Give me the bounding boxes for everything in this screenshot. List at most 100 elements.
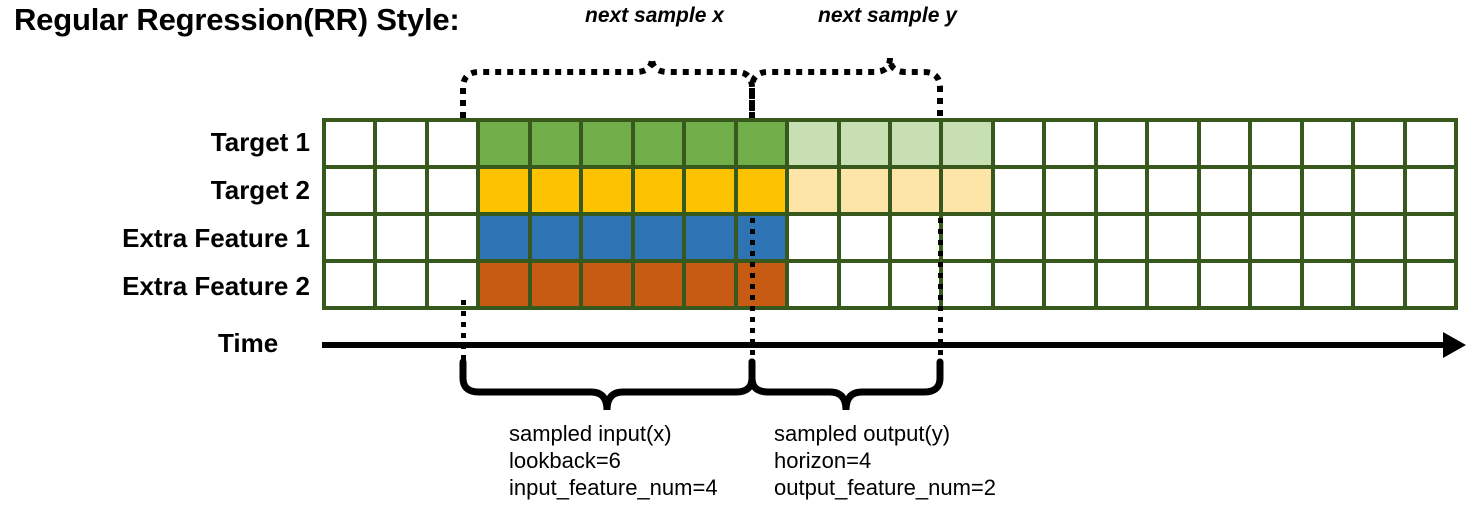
guide-line-input-end	[750, 218, 755, 366]
grid-cell	[737, 122, 786, 165]
grid-cell	[789, 169, 837, 212]
grid-cell	[737, 216, 786, 259]
grid-cell	[1303, 216, 1352, 259]
grid-cell	[531, 216, 580, 259]
sampled-input-brace	[459, 358, 756, 411]
grid-cell	[1046, 263, 1094, 306]
sampled-output-line-3: output_feature_num=2	[774, 475, 997, 500]
grid-row-extra-feature-1	[326, 216, 1454, 259]
grid-cell	[326, 169, 374, 212]
grid-cell	[840, 216, 888, 259]
next-sample-y-brace	[749, 57, 943, 118]
grid-cell	[326, 263, 374, 306]
grid-cell	[1252, 216, 1300, 259]
grid-cell	[583, 216, 631, 259]
grid-cell	[1046, 122, 1094, 165]
grid-cell	[1149, 169, 1197, 212]
grid-cell	[891, 169, 940, 212]
grid-cell	[1303, 169, 1352, 212]
grid-cell	[1406, 263, 1454, 306]
grid-cell	[1200, 263, 1249, 306]
grid-cell	[686, 122, 734, 165]
grid-cell	[1355, 169, 1403, 212]
grid-cell	[1097, 216, 1146, 259]
grid-cell	[480, 263, 528, 306]
row-label-column: Target 1 Target 2 Extra Feature 1 Extra …	[0, 118, 310, 310]
grid-cell	[377, 263, 425, 306]
grid-cell	[531, 263, 580, 306]
row-label-extra-feature-2: Extra Feature 2	[122, 271, 310, 301]
grid-cell	[531, 169, 580, 212]
grid-cell	[1252, 263, 1300, 306]
grid-cell	[583, 169, 631, 212]
time-axis-line	[322, 342, 1450, 348]
grid-cell	[1200, 169, 1249, 212]
grid-cell	[1355, 122, 1403, 165]
timeline-grid	[322, 118, 1458, 310]
grid-cell	[840, 263, 888, 306]
grid-cell	[634, 169, 683, 212]
grid-cell	[737, 263, 786, 306]
grid-cell	[994, 122, 1043, 165]
grid-cell	[1097, 263, 1146, 306]
grid-cell	[1303, 122, 1352, 165]
grid-cell	[1149, 263, 1197, 306]
grid-cell	[891, 263, 940, 306]
grid-cell	[994, 263, 1043, 306]
grid-cell	[583, 122, 631, 165]
guide-line-output-end	[938, 218, 943, 366]
grid-cell	[1355, 216, 1403, 259]
grid-cell	[943, 263, 991, 306]
grid-cell	[377, 122, 425, 165]
time-axis-arrowhead	[1443, 332, 1466, 358]
grid-cell	[428, 169, 477, 212]
sampled-output-brace	[748, 358, 944, 411]
grid-cell	[583, 263, 631, 306]
grid-cell	[377, 169, 425, 212]
grid-cell	[840, 169, 888, 212]
grid-cell	[428, 122, 477, 165]
next-sample-x-label: next sample x	[585, 4, 724, 27]
grid-cell	[480, 169, 528, 212]
grid-cell	[531, 122, 580, 165]
sampled-input-caption: sampled input(x) lookback=6 input_featur…	[509, 420, 718, 501]
time-axis-label: Time	[218, 328, 279, 358]
grid-cell	[994, 216, 1043, 259]
grid-cell	[1200, 216, 1249, 259]
grid-cell	[634, 216, 683, 259]
grid-cell	[1149, 122, 1197, 165]
grid-row-target-1	[326, 122, 1454, 165]
grid-cell	[789, 122, 837, 165]
grid-cell	[480, 216, 528, 259]
grid-cell	[943, 216, 991, 259]
sampled-input-line-3: input_feature_num=4	[509, 475, 718, 500]
grid-cell	[994, 169, 1043, 212]
grid-cell	[1149, 216, 1197, 259]
grid-cell	[943, 122, 991, 165]
grid-cell	[1252, 122, 1300, 165]
grid-cell	[891, 122, 940, 165]
next-sample-y-label: next sample y	[818, 4, 957, 27]
grid-cell	[686, 169, 734, 212]
row-label-target-2: Target 2	[210, 175, 310, 205]
grid-cell	[1200, 122, 1249, 165]
grid-cell	[326, 216, 374, 259]
sampled-output-line-1: sampled output(y)	[774, 421, 951, 446]
grid-cell	[634, 263, 683, 306]
grid-cell	[1406, 169, 1454, 212]
sampled-input-line-1: sampled input(x)	[509, 421, 672, 446]
guide-line-input-start	[461, 300, 466, 366]
row-label-extra-feature-1: Extra Feature 1	[122, 223, 310, 253]
sampled-output-caption: sampled output(y) horizon=4 output_featu…	[774, 420, 996, 501]
grid-row-extra-feature-2	[326, 263, 1454, 306]
grid-cell	[789, 263, 837, 306]
sampled-output-line-2: horizon=4	[774, 448, 872, 473]
grid-cell	[377, 216, 425, 259]
grid-cell	[428, 263, 477, 306]
grid-cell	[737, 169, 786, 212]
grid-cell	[1303, 263, 1352, 306]
grid-cell	[1046, 169, 1094, 212]
grid-row-target-2	[326, 169, 1454, 212]
row-label-target-1: Target 1	[210, 127, 310, 157]
grid-cell	[891, 216, 940, 259]
